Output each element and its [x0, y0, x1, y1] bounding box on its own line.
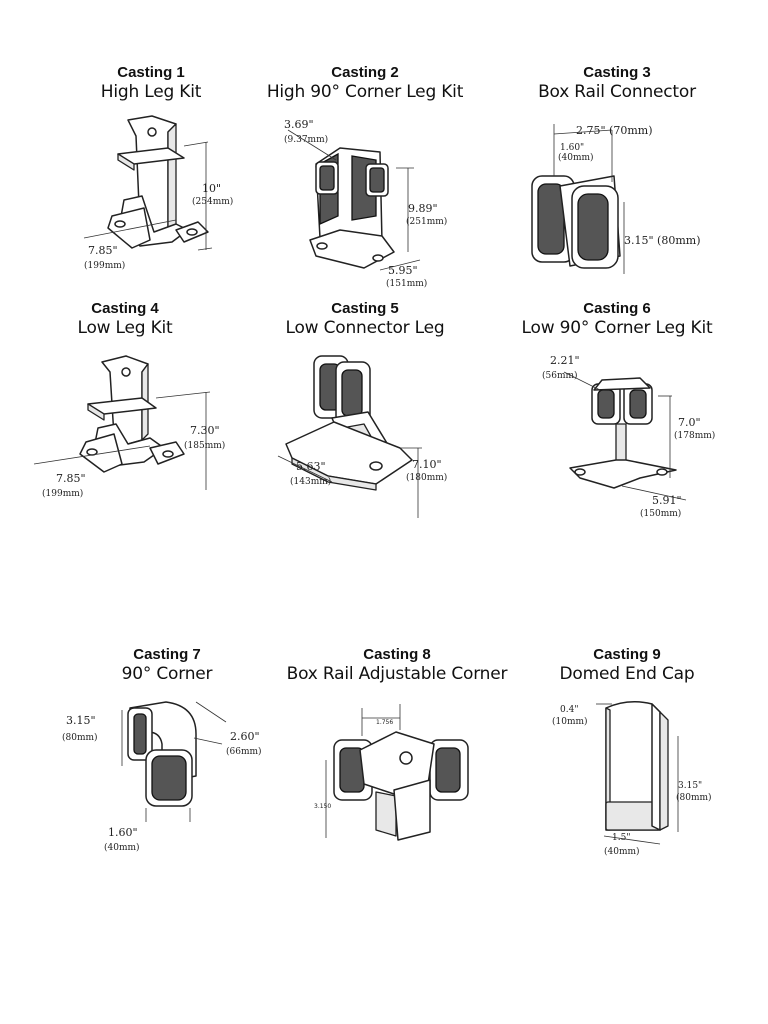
dim-value: 9.89" [408, 202, 438, 215]
casting-number: Casting 6 [583, 300, 651, 317]
casting-name: Low Leg Kit [77, 318, 173, 338]
dim-value: (40mm) [558, 152, 594, 163]
dim-value: 2.60" [230, 730, 260, 743]
casting-name: Box Rail Adjustable Corner [286, 664, 508, 684]
casting-number: Casting 8 [363, 646, 431, 663]
dim-value: (143mm) [290, 476, 331, 487]
dim-value: 1.5" [612, 833, 630, 843]
casting-number: Casting 3 [583, 64, 651, 81]
dim-value: 2.75" (70mm) [576, 124, 653, 137]
casting-name: Low Connector Leg [285, 318, 445, 338]
dim-value: 3.15" [678, 781, 702, 791]
dim-value: 1.60" [108, 826, 138, 839]
domed-end-cap-drawing: 0.4" (10mm) 3.15" (80mm) 1.5" (40mm) [552, 701, 712, 857]
casting-number: Casting 2 [331, 64, 399, 81]
dim-value: (178mm) [674, 430, 715, 441]
dim-value: 7.85" [56, 472, 86, 485]
casting-number: Casting 9 [593, 646, 661, 663]
casting-name: Domed End Cap [559, 664, 695, 684]
dim-value: 3.150 [314, 803, 331, 810]
dim-value: (180mm) [406, 472, 447, 483]
dim-value: 3.15" (80mm) [624, 234, 701, 247]
casting-number: Casting 1 [117, 64, 185, 81]
low-corner-leg-kit-drawing: 2.21" (56mm) 7.0" (178mm) 5.91" (150mm) [542, 354, 715, 519]
low-leg-kit-drawing: 7.30" (185mm) 7.85" (199mm) [33, 355, 225, 499]
ninety-corner-drawing: 3.15" (80mm) 2.60" (66mm) 1.60" (40mm) [62, 701, 262, 853]
dim-value: 0.4" [560, 705, 578, 715]
dim-value: 3.69" [284, 118, 314, 131]
dim-value: (40mm) [604, 846, 640, 857]
dim-value: 3.15" [66, 714, 96, 727]
dim-value: (199mm) [84, 260, 125, 271]
dim-value: 1.756 [376, 719, 393, 726]
casting-name: High Leg Kit [100, 82, 202, 102]
dim-value: (9.37mm) [284, 134, 328, 145]
dim-value: (56mm) [542, 370, 578, 381]
dim-value: 7.0" [678, 416, 701, 429]
dim-value: 1.60" [560, 143, 584, 153]
casting-number: Casting 5 [331, 300, 399, 317]
dim-value: (185mm) [184, 440, 225, 451]
dim-value: 7.85" [88, 244, 118, 257]
box-rail-connector-drawing: 2.75" (70mm) 1.60" (40mm) 3.15" (80mm) [531, 124, 701, 274]
dim-value: (254mm) [192, 196, 233, 207]
dim-value: (151mm) [386, 278, 427, 289]
dim-value: (80mm) [676, 792, 712, 803]
dim-value: (80mm) [62, 732, 98, 743]
casting-name: Low 90° Corner Leg Kit [521, 318, 713, 338]
dim-value: 5.91" [652, 494, 682, 507]
low-connector-leg-drawing: 5.63" (143mm) 7.10" (180mm) [277, 355, 447, 518]
dim-value: (66mm) [226, 746, 262, 757]
dim-value: 10" [202, 182, 221, 195]
casting-number: Casting 4 [91, 300, 159, 317]
adjustable-corner-drawing: 1.756 3.150 [314, 704, 469, 841]
dim-value: (199mm) [42, 488, 83, 499]
dim-value: 2.21" [550, 354, 580, 367]
dim-value: (150mm) [640, 508, 681, 519]
dim-value: 5.63" [296, 460, 326, 473]
high-leg-kit-drawing: 10" (254mm) 7.85" (199mm) [83, 115, 233, 271]
casting-number: Casting 7 [133, 646, 201, 663]
dim-value: 7.30" [190, 424, 220, 437]
dim-value: (10mm) [552, 716, 588, 727]
dim-value: 5.95" [388, 264, 418, 277]
casting-name: Box Rail Connector [538, 82, 696, 102]
dim-value: 7.10" [412, 458, 442, 471]
dim-value: (251mm) [406, 216, 447, 227]
high-corner-leg-kit-drawing: 3.69" (9.37mm) 9.89" (251mm) 5.95" (151m… [284, 118, 447, 289]
casting-name: 90° Corner [121, 664, 213, 684]
dim-value: (40mm) [104, 842, 140, 853]
casting-name: High 90° Corner Leg Kit [266, 82, 464, 102]
